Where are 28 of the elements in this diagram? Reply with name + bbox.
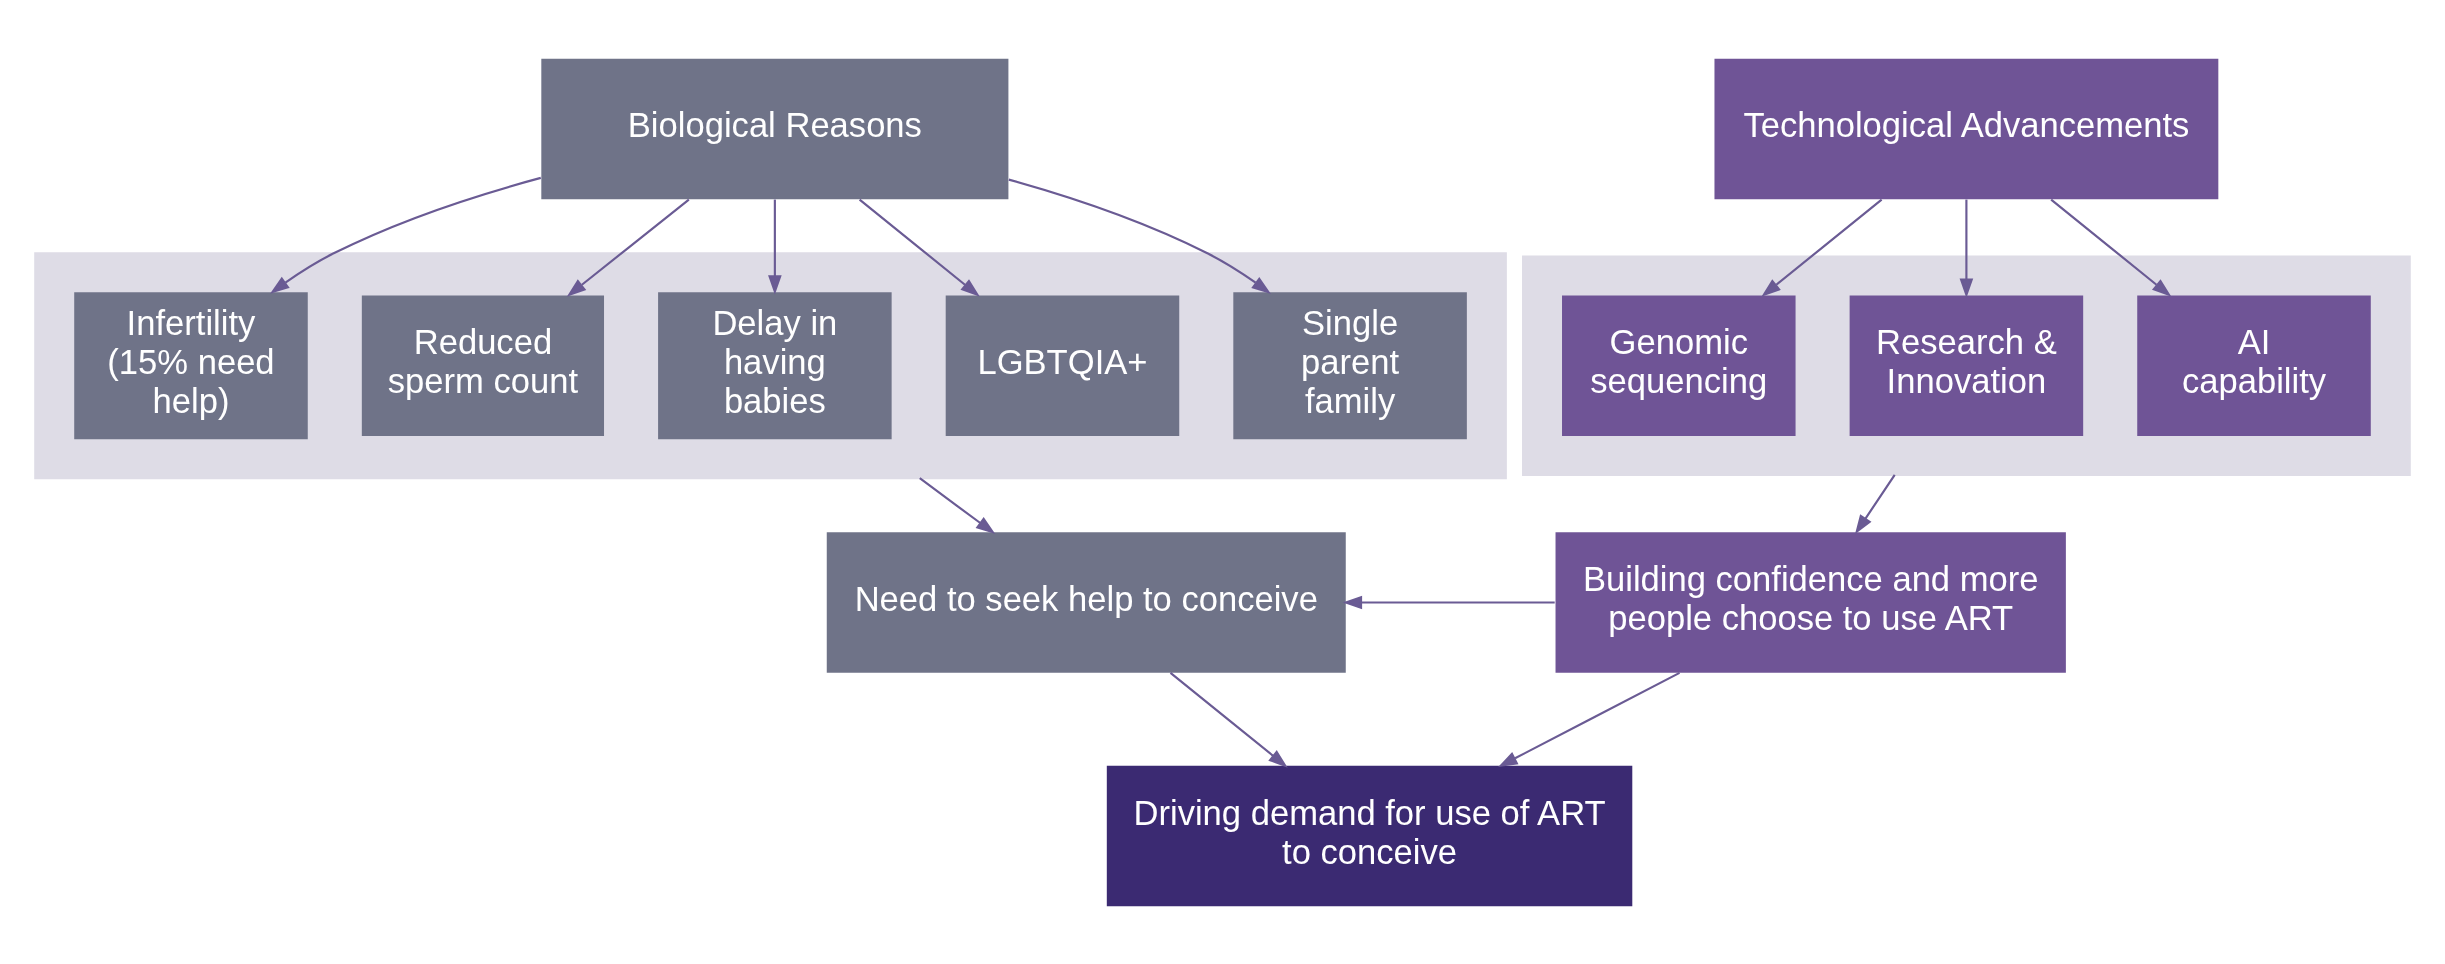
node-box: Genomic sequencing <box>1562 294 1796 436</box>
arrow <box>1854 473 1896 534</box>
node-box: LGBTQIA+ <box>945 294 1180 436</box>
node-box: Reduced sperm count <box>361 294 604 436</box>
arrow <box>1498 671 1681 767</box>
arrow <box>919 476 996 534</box>
node-box: Single parent family <box>1233 291 1467 439</box>
node-box: Biological Reasons <box>541 58 1009 199</box>
node-box: Technological Advancements <box>1714 58 2219 199</box>
node-box: Infertility (15% need help) <box>74 291 308 439</box>
arrow <box>270 176 542 294</box>
arrow <box>1169 671 1288 768</box>
cluster <box>34 251 1507 479</box>
arrow <box>1761 198 1883 297</box>
node-box: Need to seek help to conceive <box>826 531 1346 673</box>
arrow <box>1008 178 1272 294</box>
node-box: AI capability <box>2137 294 2371 436</box>
arrow <box>2050 198 2172 297</box>
arrow <box>858 198 980 297</box>
arrow <box>1959 199 1974 298</box>
node-box: Building confidence and more people choose to use ART <box>1555 531 2066 673</box>
node-box: Research & Innovation <box>1849 294 2084 436</box>
arrow <box>566 198 690 297</box>
node-box: Driving demand for use of ART to conceive <box>1106 765 1633 906</box>
node-box: Delay in having babies <box>658 291 892 439</box>
arrow <box>768 199 782 295</box>
cluster <box>1522 254 2411 476</box>
arrow <box>1342 595 1555 609</box>
